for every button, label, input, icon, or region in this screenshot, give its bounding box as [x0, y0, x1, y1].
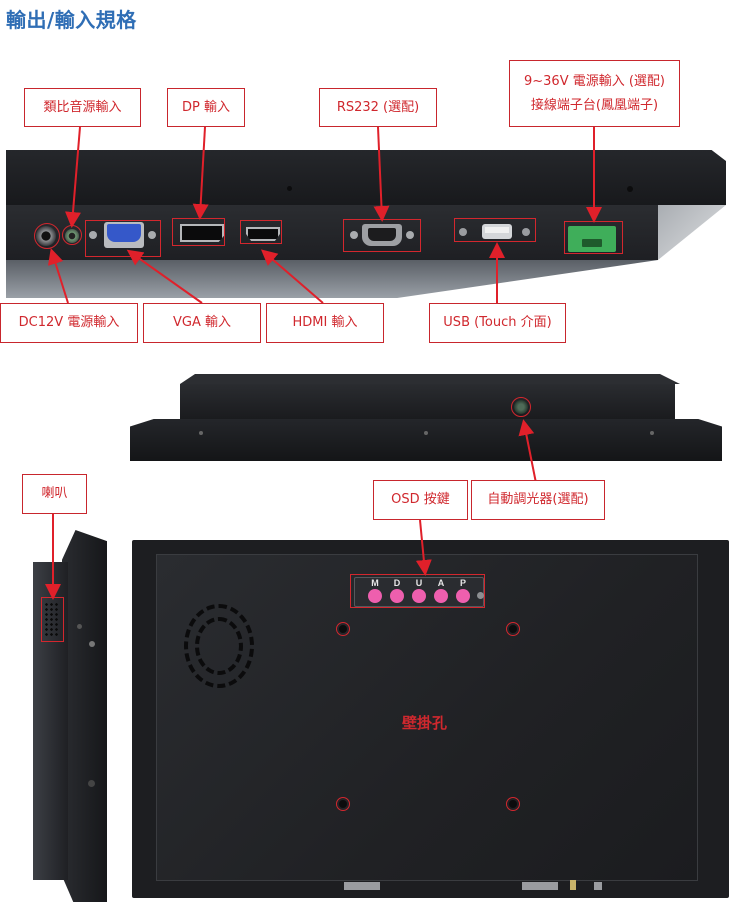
wall-mount-highlight: [336, 797, 350, 811]
osd-auto-button[interactable]: [434, 589, 448, 603]
wall-mount-label: 壁掛孔: [402, 714, 448, 732]
osd-label-m: M: [371, 578, 379, 588]
light-sensor-highlight: [511, 397, 531, 417]
terminal-screws: [582, 239, 602, 247]
speaker-highlight: [41, 597, 64, 642]
top-view-photo: [0, 370, 750, 465]
callout-rs232: RS232 (選配): [319, 88, 437, 127]
top-bezel: [130, 419, 722, 461]
osd-up-button[interactable]: [412, 589, 426, 603]
top-rear-box: [180, 384, 675, 419]
bottom-connector: [594, 882, 602, 890]
side-bezel: [62, 530, 107, 902]
page-title: 輸出/輸入規格: [6, 8, 137, 32]
screw-hole: [199, 431, 203, 435]
fan-vent-inner: [195, 617, 243, 675]
audio-jack-highlight: [62, 225, 82, 245]
screw-hole: [627, 186, 633, 192]
bottom-connector: [344, 882, 380, 890]
usb-screw-right: [522, 228, 530, 236]
screw-hole: [650, 431, 654, 435]
callout-hdmi-in: HDMI 輸入: [266, 303, 384, 343]
screw-hole: [287, 186, 292, 191]
wall-mount-highlight: [506, 797, 520, 811]
callout-auto-dimmer: 自動調光器(選配): [471, 480, 605, 520]
rs232-socket: [368, 228, 396, 241]
osd-label-u: U: [415, 578, 423, 588]
bottom-connector: [570, 880, 576, 890]
chassis-right-wedge: [658, 205, 726, 260]
vga-screw-left: [89, 231, 97, 239]
callout-dp-in: DP 輸入: [167, 88, 245, 127]
screw-hole: [424, 431, 428, 435]
callout-dc12v-in: DC12V 電源輸入: [0, 303, 138, 343]
osd-menu-button[interactable]: [368, 589, 382, 603]
vga-highlight: [85, 220, 161, 257]
osd-down-button[interactable]: [390, 589, 404, 603]
back-view-photo: M D U A P 壁掛孔: [132, 540, 729, 902]
screw-hole: [77, 624, 82, 629]
callout-dc-9-36v-line2: 接線端子台(鳳凰端子): [530, 97, 659, 113]
dp-port: [180, 224, 224, 242]
osd-power-button[interactable]: [456, 589, 470, 603]
callout-dc-9-36v-in: 9~36V 電源輸入 (選配) 接線端子台(鳳凰端子): [509, 60, 680, 127]
callout-speaker: 喇叭: [22, 474, 87, 514]
rear-io-photo: [0, 148, 750, 298]
hdmi-highlight: [240, 220, 282, 244]
rs232-highlight: [343, 219, 421, 252]
side-view-photo: [0, 520, 120, 902]
usb-screw-left: [459, 228, 467, 236]
rs232-screw-right: [406, 231, 414, 239]
osd-label-d: D: [393, 578, 401, 588]
fan-vent: [184, 604, 254, 688]
screw-hole: [89, 641, 95, 647]
wall-mount-highlight: [506, 622, 520, 636]
power-led: [477, 592, 484, 599]
back-inner-panel: [156, 554, 698, 881]
usb-highlight: [454, 218, 536, 242]
callout-analog-audio-in: 類比音源輸入: [24, 88, 141, 127]
chassis-top-slab: [6, 150, 726, 205]
callout-vga-in: VGA 輸入: [143, 303, 261, 343]
hdmi-port: [246, 227, 280, 241]
wall-mount-highlight: [336, 622, 350, 636]
chassis-bottom-skirt: [6, 260, 658, 298]
callout-usb-touch: USB (Touch 介面): [429, 303, 566, 343]
osd-label-p: P: [459, 578, 466, 588]
vga-port: [107, 224, 141, 242]
speaker-grille: [44, 602, 60, 638]
terminal-highlight: [564, 221, 623, 254]
usb-socket: [485, 227, 509, 233]
osd-label-a: A: [437, 578, 445, 588]
bottom-connector: [522, 882, 558, 890]
callout-osd-keys: OSD 按鍵: [373, 480, 468, 520]
rs232-screw-left: [350, 231, 358, 239]
dp-highlight: [172, 218, 225, 246]
vga-screw-right: [148, 231, 156, 239]
screw-hole: [88, 780, 95, 787]
top-rear-cover: [180, 374, 680, 384]
dc-jack-highlight: [34, 223, 60, 249]
callout-dc-9-36v-line1: 9~36V 電源輸入 (選配): [523, 73, 665, 89]
